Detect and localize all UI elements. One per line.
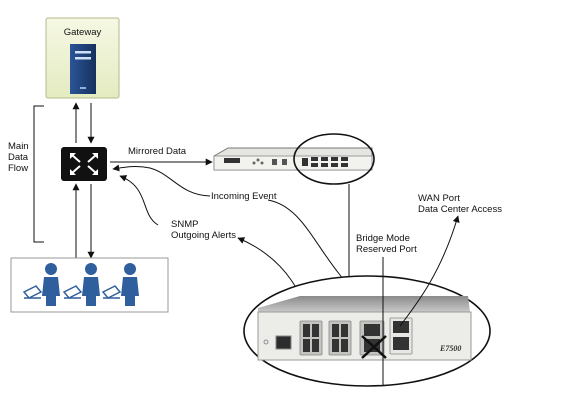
snmp-line-1: SNMP: [171, 219, 199, 230]
snmp-arrow-to-switch: [119, 175, 159, 226]
snmp-label: SNMP Outgoing Alerts: [171, 219, 236, 241]
bridge-line-1: Bridge Mode: [356, 233, 410, 244]
switch-icon: [61, 147, 107, 181]
wan-port-label: WAN Port Data Center Access: [418, 193, 502, 215]
main-flow-line-3: Flow: [8, 163, 29, 174]
appliance-closeup: E7500: [257, 296, 472, 361]
main-flow-bracket: [33, 105, 44, 243]
snmp-line-2: Outgoing Alerts: [171, 230, 236, 241]
rack-appliance: [213, 147, 373, 171]
bridge-mode-label: Bridge Mode Reserved Port: [356, 233, 417, 255]
user-icon: [101, 263, 139, 306]
incoming-event-arrow: [112, 164, 211, 197]
incoming-event-label: Incoming Event: [211, 191, 277, 202]
mirrored-data-label: Mirrored Data: [128, 146, 187, 157]
port-pair: [328, 320, 352, 356]
server-icon: [70, 44, 96, 94]
reserved-x-mark: [361, 335, 387, 359]
model-label: E7500: [439, 344, 461, 353]
gateway: [45, 17, 120, 99]
gateway-label: Gateway: [63, 27, 102, 38]
main-data-flow-label: Main Data Flow: [8, 141, 29, 174]
wan-port: [389, 317, 413, 355]
wan-line-2: Data Center Access: [418, 204, 502, 215]
wan-arrow: [399, 215, 460, 327]
user-icon: [22, 263, 60, 306]
main-flow-line-2: Data: [8, 152, 29, 163]
port-callout-small: [293, 133, 375, 185]
bridge-line-2: Reserved Port: [356, 244, 417, 255]
main-flow-line-1: Main: [8, 141, 29, 152]
wan-line-1: WAN Port: [418, 193, 460, 204]
port-pair: [299, 320, 323, 356]
user-icon: [62, 263, 100, 306]
users-group: [10, 257, 169, 313]
